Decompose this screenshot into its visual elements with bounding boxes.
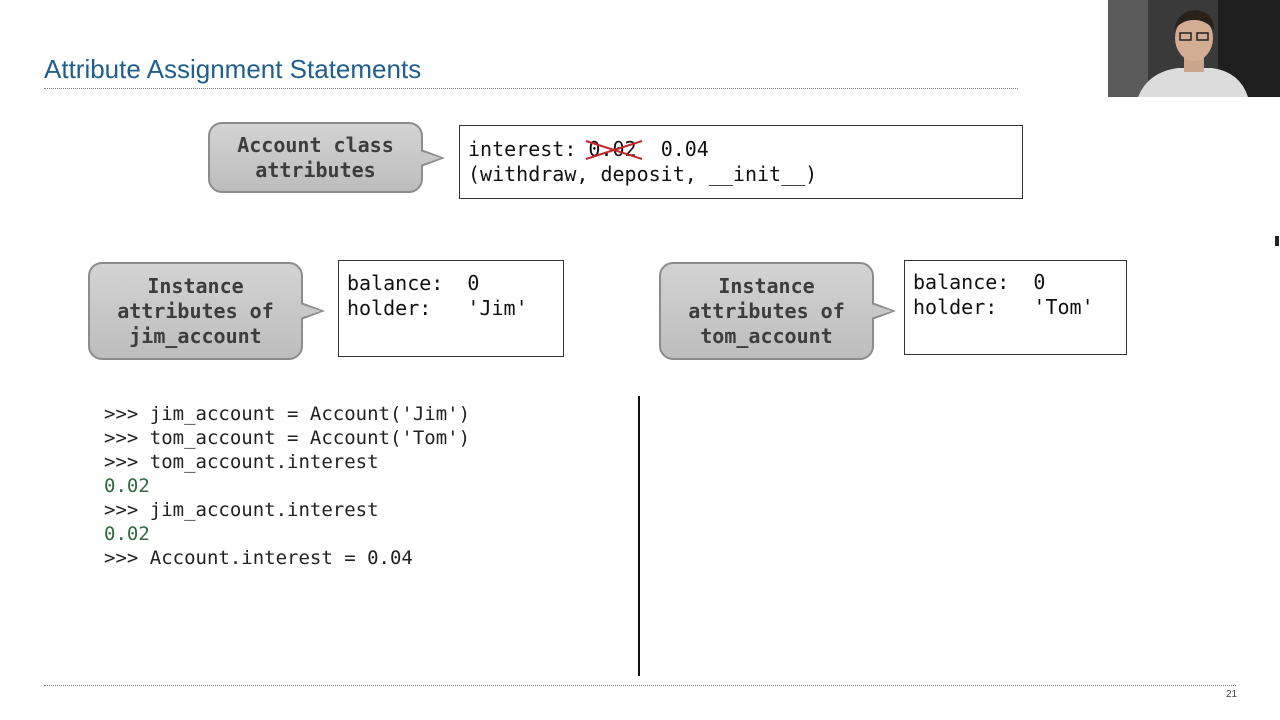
- callout-arrow-icon: [300, 302, 325, 320]
- slide-title: Attribute Assignment Statements: [44, 54, 422, 84]
- tom-holder-row: holder: 'Tom': [913, 295, 1094, 319]
- code-line: >>> tom_account.interest: [104, 451, 379, 473]
- jim-holder-row: holder: 'Jim': [347, 296, 528, 320]
- tom-instance-box: balance: 0 holder: 'Tom': [904, 260, 1127, 355]
- interest-row: interest: 0.02 0.04: [468, 137, 1014, 162]
- class-attributes-callout: Account class attributes: [208, 122, 445, 193]
- jim-instance-box: balance: 0 holder: 'Jim': [338, 260, 564, 357]
- title-divider: [44, 88, 1018, 89]
- class-attributes-box: interest: 0.02 0.04 (withdraw, deposit, …: [459, 125, 1023, 199]
- code-line: >>> jim_account = Account('Jim'): [104, 403, 471, 425]
- code-line: >>> tom_account = Account('Tom'): [104, 427, 471, 449]
- jim-instance-callout: Instance attributes of jim_account: [88, 262, 325, 360]
- code-output: 0.02: [104, 475, 150, 497]
- jim-instance-callout-label: Instance attributes of jim_account: [117, 273, 274, 348]
- interpreter-session: >>> jim_account = Account('Jim') >>> tom…: [104, 402, 470, 570]
- strikethrough-icon: [586, 140, 643, 160]
- presenter-video-icon: [1108, 0, 1280, 97]
- tom-instance-callout: Instance attributes of tom_account: [659, 262, 896, 360]
- callout-arrow-icon: [420, 148, 445, 167]
- new-interest-value: 0.04: [660, 137, 709, 161]
- jim-balance-row: balance: 0: [347, 271, 480, 295]
- class-attributes-callout-label: Account class attributes: [237, 132, 394, 182]
- tom-instance-callout-label: Instance attributes of tom_account: [688, 273, 845, 348]
- code-line: >>> Account.interest = 0.04: [104, 547, 413, 569]
- tom-balance-row: balance: 0: [913, 270, 1046, 294]
- edge-marker: [1275, 236, 1279, 246]
- interest-label: interest:: [468, 137, 589, 161]
- methods-row: (withdraw, deposit, __init__): [468, 162, 818, 186]
- code-line: >>> jim_account.interest: [104, 499, 379, 521]
- page-number: 21: [1226, 689, 1238, 700]
- code-output: 0.02: [104, 523, 150, 545]
- old-interest-value: 0.02: [586, 137, 643, 162]
- footer-divider: [44, 685, 1236, 686]
- callout-arrow-icon: [871, 302, 896, 320]
- vertical-divider: [638, 396, 640, 676]
